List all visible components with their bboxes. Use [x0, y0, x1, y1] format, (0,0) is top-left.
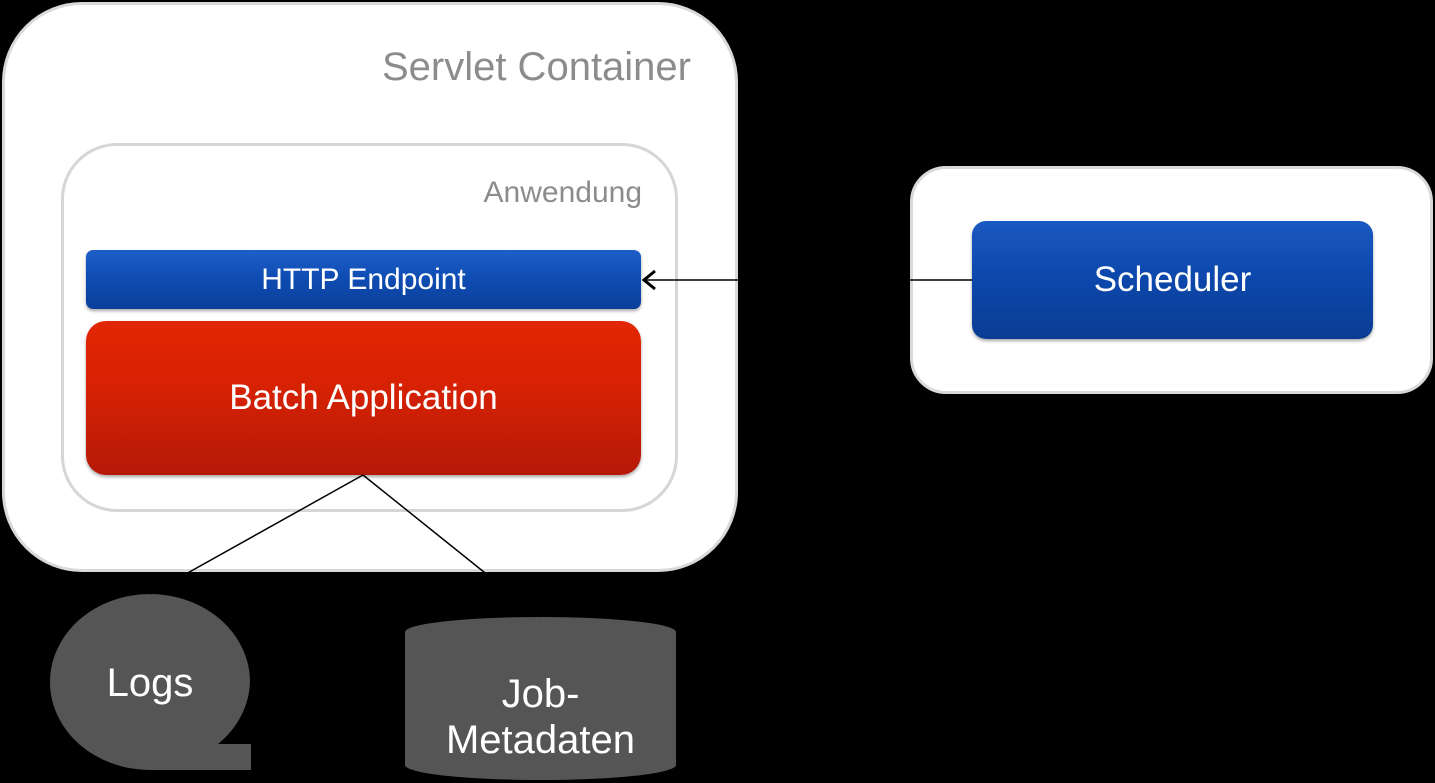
batch-application-label: Batch Application: [229, 378, 498, 417]
job-metadata-label-line2: Metadaten: [445, 718, 636, 762]
job-metadata-cylinder-shape[interactable]: [405, 617, 676, 780]
job-metadata-label-line1: Job-: [501, 672, 580, 716]
logs-label: Logs: [106, 661, 194, 705]
job-metadata-label: Job- Metadaten: [405, 671, 676, 763]
batch-application-box[interactable]: Batch Application: [86, 321, 641, 475]
http-endpoint-label: HTTP Endpoint: [261, 262, 466, 296]
http-endpoint-box[interactable]: HTTP Endpoint: [86, 250, 641, 309]
scheduler-box[interactable]: Scheduler: [972, 221, 1373, 339]
logs-storage-shape[interactable]: [50, 594, 251, 770]
servlet-container-title: Servlet Container: [381, 45, 691, 89]
scheduler-label: Scheduler: [1093, 260, 1252, 299]
application-title: Anwendung: [483, 176, 642, 209]
